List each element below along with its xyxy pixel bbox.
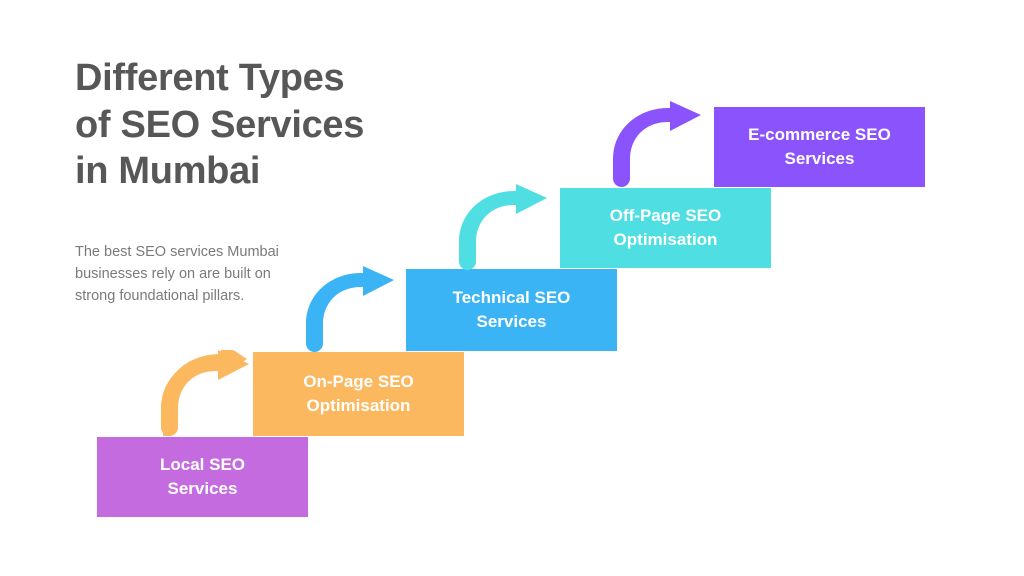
step-label-line-2: Services xyxy=(167,479,238,498)
step-label-line-1: Off-Page SEO xyxy=(609,205,722,225)
step-label-line-2: Services xyxy=(784,149,855,168)
page-description: The best SEO services Mumbai businesses … xyxy=(75,243,279,305)
step-label-line-1: Local SEO xyxy=(159,454,246,474)
curved-arrow-up-right-icon xyxy=(459,184,549,272)
step-label-line-1: E-commerce SEO xyxy=(748,124,891,144)
curved-arrow-up-right-icon xyxy=(161,350,251,438)
step-label-line-2: Optimisation xyxy=(613,230,718,249)
step-box-technical-seo-services: Technical SEO Services xyxy=(406,269,617,351)
step-label-line-2: Optimisation xyxy=(306,396,411,415)
curved-arrow-up-right-icon xyxy=(306,266,396,354)
page-title: Different Types of SEO Services in Mumba… xyxy=(75,55,415,195)
page-title-line-2: of SEO Services xyxy=(75,103,365,146)
step-box-off-page-seo-optimisation: Off-Page SEO Optimisation xyxy=(560,188,771,268)
step-label-line-1: On-Page SEO xyxy=(303,371,414,391)
page-title-line-3: in Mumbai xyxy=(75,150,261,193)
step-label-line-1: Technical SEO xyxy=(452,287,571,307)
step-box-e-commerce-seo-services: E-commerce SEO Services xyxy=(714,107,925,187)
curved-arrow-up-right-icon xyxy=(613,101,703,189)
step-box-on-page-seo-optimisation: On-Page SEO Optimisation xyxy=(253,352,464,436)
step-box-local-seo-services: Local SEO Services xyxy=(97,437,308,517)
page-title-line-1: Different Types xyxy=(75,57,345,99)
step-label-line-2: Services xyxy=(476,312,547,331)
